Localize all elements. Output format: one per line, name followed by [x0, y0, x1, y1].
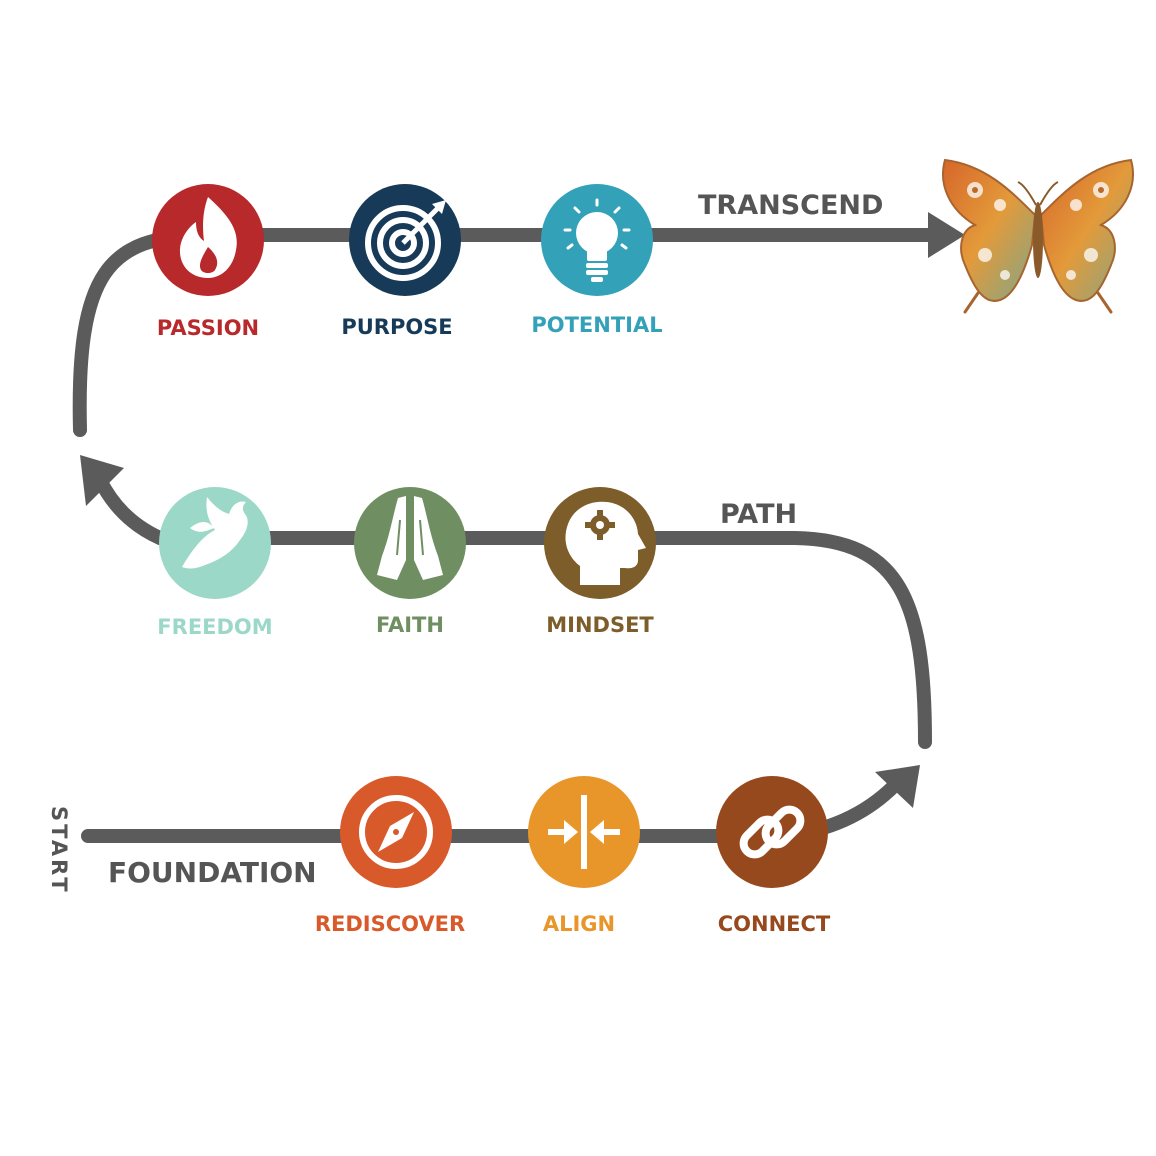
stage-label-potential: POTENTIAL — [531, 313, 662, 337]
lightbulb-icon — [563, 198, 631, 282]
stage-rediscover: REDISCOVER — [315, 776, 465, 936]
stage-mindset: MINDSET — [544, 487, 656, 637]
stage-align: ALIGN — [528, 776, 640, 936]
section-label-foundation: FOUNDATION — [108, 856, 317, 889]
stage-label-faith: FAITH — [376, 613, 444, 637]
stage-purpose: PURPOSE — [341, 184, 461, 339]
stage-connect: CONNECT — [716, 776, 831, 936]
stage-label-freedom: FREEDOM — [157, 615, 272, 639]
flame-icon — [179, 197, 237, 278]
chain-link-icon — [739, 805, 805, 859]
head-gear-icon — [565, 501, 646, 585]
target-icon — [365, 200, 446, 281]
arrow-up-right — [875, 765, 920, 808]
stage-label-rediscover: REDISCOVER — [315, 912, 465, 936]
track-path-curve — [153, 531, 932, 749]
section-label-transcend: TRANSCEND — [698, 190, 883, 221]
stage-label-mindset: MINDSET — [546, 613, 654, 637]
track-arrowheads — [80, 212, 965, 808]
stage-potential: POTENTIAL — [531, 184, 663, 337]
praying-hands-icon — [377, 496, 443, 580]
arrow-right — [928, 212, 965, 258]
butterfly-icon — [942, 158, 1134, 314]
stage-label-connect: CONNECT — [718, 912, 831, 936]
stage-label-align: ALIGN — [543, 912, 615, 936]
stage-freedom: FREEDOM — [157, 487, 273, 639]
track-left-loop — [93, 473, 167, 545]
start-label: START — [47, 806, 71, 895]
align-arrows-icon — [548, 795, 620, 869]
stage-label-passion: PASSION — [157, 316, 259, 340]
section-label-path: PATH — [720, 499, 797, 530]
stage-passion: PASSION — [152, 184, 264, 340]
stage-faith: FAITH — [354, 487, 466, 637]
dove-icon — [182, 497, 248, 569]
stage-label-purpose: PURPOSE — [341, 315, 452, 339]
arrow-up-left — [80, 455, 124, 506]
compass-icon — [359, 795, 433, 869]
